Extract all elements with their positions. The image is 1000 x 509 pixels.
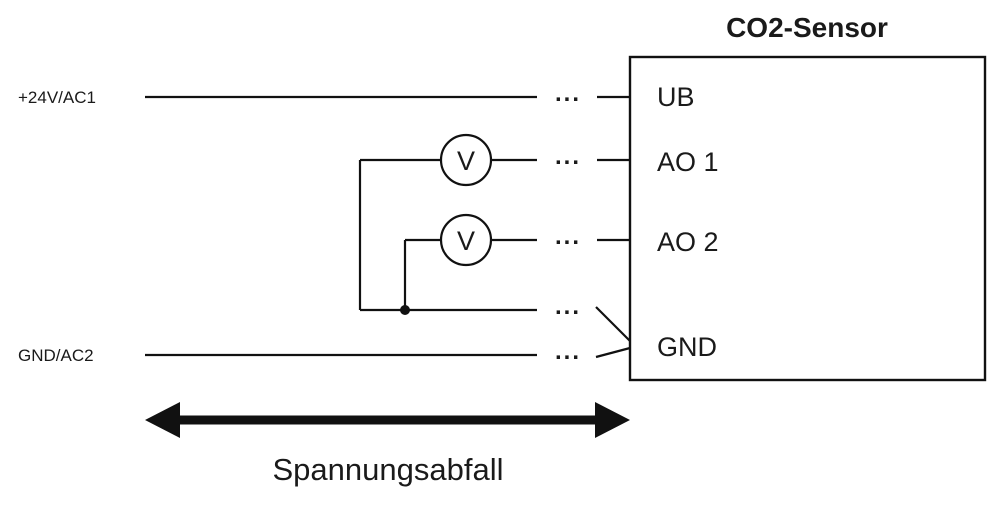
voltage-drop-arrowhead-left [145, 402, 180, 438]
pin-label-ao2: AO 2 [657, 227, 719, 257]
ground-label: GND/AC2 [18, 346, 94, 365]
gnd-wire-break-dots: ... [555, 338, 581, 365]
ub-wire-break-dots: ... [555, 80, 581, 107]
supply-label: +24V/AC1 [18, 88, 96, 107]
voltmeter2-label: V [457, 226, 475, 256]
junction-wire-break-dots: ... [555, 293, 581, 320]
sensor-box [628, 55, 987, 382]
pin-label-ub: UB [657, 82, 695, 112]
voltage-drop-caption: Spannungsabfall [273, 452, 504, 487]
ao1-wire-break-dots: ... [555, 143, 581, 170]
junction-wire-diagonal [595, 306, 631, 342]
pin-label-ao1: AO 1 [657, 147, 719, 177]
pin-label-gnd: GND [657, 332, 717, 362]
ao2-wire-break-dots: ... [555, 223, 581, 250]
gnd-wire-diagonal [595, 346, 631, 359]
sensor-title: CO2-Sensor [726, 12, 888, 43]
voltmeter1-label: V [457, 146, 475, 176]
voltage-drop-arrowhead-right [595, 402, 630, 438]
